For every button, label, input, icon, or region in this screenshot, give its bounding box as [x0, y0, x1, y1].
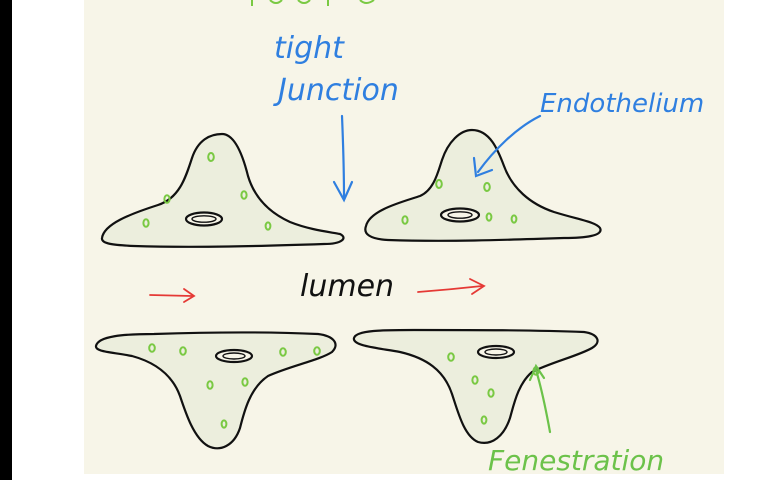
endothelium-diagram: tight Junction Endothelium lumen Fenestr…: [84, 0, 724, 474]
endothelial-cell-top-left: [100, 132, 345, 248]
vesicles: [148, 343, 321, 429]
nucleus: [476, 344, 516, 360]
fenestration-label: Fenestration: [488, 444, 664, 474]
vesicles: [401, 179, 518, 225]
tight-junction-label-line1: tight: [274, 31, 345, 66]
diagram-canvas: tight Junction Endothelium lumen Fenestr…: [84, 0, 724, 474]
vesicles: [142, 152, 272, 231]
cropped-top-scribble: [251, 0, 375, 6]
tight-junction-pointer-arrow-icon: [332, 114, 354, 203]
endothelial-cell-top-right: [364, 128, 602, 242]
endothelial-cell-bottom-left: [94, 331, 337, 450]
nucleus: [439, 207, 481, 223]
nucleus: [214, 348, 254, 364]
flow-arrow-icon: [417, 278, 486, 295]
flow-arrow-icon: [149, 288, 196, 303]
nucleus: [184, 211, 224, 227]
fenestration-pointer-arrow-icon: [528, 363, 552, 434]
tight-junction-label-line2: Junction: [273, 73, 399, 108]
left-border-bar: [0, 0, 12, 480]
lumen-label: lumen: [300, 269, 394, 304]
endothelium-label: Endothelium: [540, 89, 704, 119]
endothelium-pointer-arrow-icon: [472, 114, 542, 178]
